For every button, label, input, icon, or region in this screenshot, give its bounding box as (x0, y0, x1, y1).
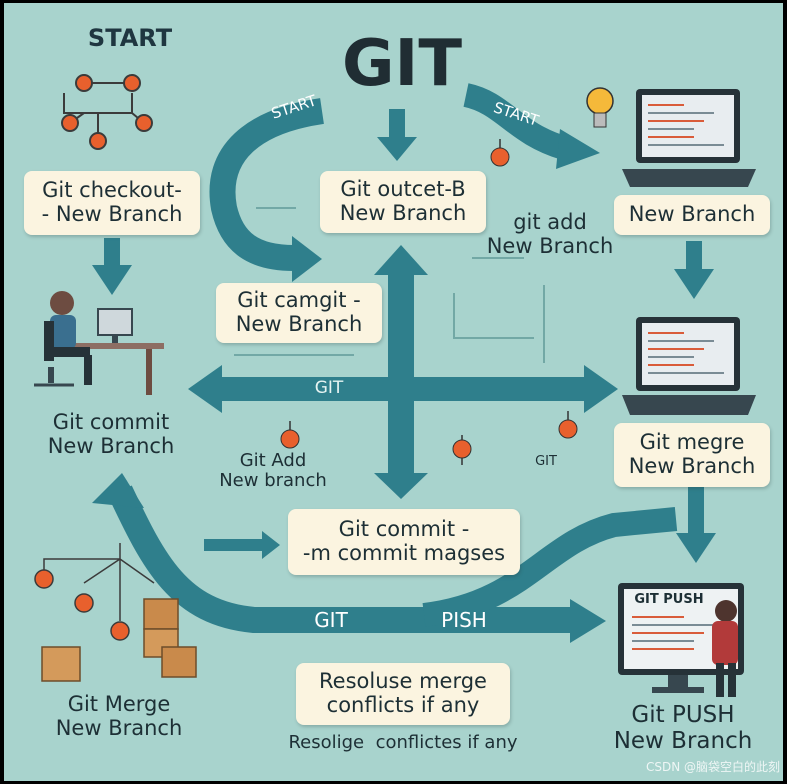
git-small-label: GIT (535, 454, 557, 469)
laptop-icon (622, 317, 756, 415)
merge-right-box: Git megre New Branch (614, 423, 770, 487)
outcet-box: Git outcet-B New Branch (320, 171, 486, 233)
start-label: START (87, 24, 173, 52)
bottom-push-arrow (92, 473, 678, 643)
merge-left-label: Git Merge New Branch (34, 692, 204, 740)
package-box-icon (41, 598, 197, 682)
commit-graph-icon (34, 543, 155, 641)
commit-message-line-2: -m commit magses (302, 541, 506, 565)
new-branch-box: New Branch (614, 195, 770, 235)
commit-message-line-1: Git commit - (338, 517, 470, 542)
commit-node-icon (452, 435, 472, 465)
checkout-down-arrow (92, 238, 132, 295)
resolve-line-1: Resoluse merge (319, 669, 487, 694)
git-arrow-label: GIT (314, 378, 344, 398)
merge-right-line-2: New Branch (628, 454, 756, 478)
laptop-icon (622, 89, 756, 187)
git-add-right-label: git add New Branch (472, 210, 628, 258)
resolve-bottom-label: Resolige conflictes if any (288, 732, 518, 753)
diagram-title: GIT (342, 27, 462, 101)
push-bottom-arrow-label: PISH (441, 608, 487, 632)
new-branch-line-1: New Branch (628, 202, 756, 227)
commit-node-icon (490, 139, 510, 167)
git-add-right-line-1: git add (513, 210, 587, 234)
commit-left-line-1: Git commit (52, 410, 170, 434)
camgit-line-2: New Branch (235, 312, 363, 336)
git-bottom-arrow-label: GIT (314, 608, 348, 632)
git-add-mid-line-1: Git Add (239, 450, 307, 471)
developer-at-monitor-icon (618, 583, 744, 697)
faint-lines (234, 207, 545, 363)
push-right-line-2: New Branch (613, 727, 753, 754)
checkout-line-1: Git checkout- (42, 178, 182, 203)
merge-right-line-1: Git megre (639, 430, 745, 455)
git-add-mid-line-2: New branch (219, 470, 327, 492)
git-add-right-line-2: New Branch (486, 233, 614, 258)
watermark: CSDN @脑袋空白的此刻 (645, 760, 780, 774)
resolve-line-2: conflicts if any (326, 693, 480, 717)
title-down-arrow (377, 109, 417, 161)
start-left-arrow (209, 98, 325, 282)
developer-at-desk-icon (34, 291, 164, 395)
monitor-text: GIT PUSH (634, 592, 704, 607)
commit-node-icon (280, 421, 300, 449)
commit-left-line-2: New Branch (47, 433, 175, 458)
merge-left-line-1: Git Merge (67, 692, 171, 716)
horizontal-git-arrow (188, 365, 618, 413)
git-add-mid-label: Git Add New branch (208, 450, 338, 492)
commit-left-label: Git commit New Branch (26, 410, 196, 458)
resolve-box: Resoluse merge conflicts if any (296, 663, 510, 725)
newbranch-down-arrow (674, 241, 714, 299)
commit-graph-icon (61, 74, 153, 150)
commit-message-box: Git commit - -m commit magses (288, 509, 520, 575)
checkout-box: Git checkout- - New Branch (24, 171, 200, 235)
outcet-line-1: Git outcet-B (340, 177, 466, 202)
start-right-arrow (462, 83, 600, 169)
checkout-line-2: - New Branch (41, 202, 183, 226)
commit-small-arrow (204, 531, 280, 559)
commit-node-icon (558, 411, 578, 439)
merge-down-arrow (676, 485, 716, 563)
diagram-graphics (34, 74, 756, 697)
camgit-box: Git camgit - New Branch (216, 283, 382, 343)
center-vertical-arrow (374, 245, 428, 499)
outcet-line-2: New Branch (339, 201, 467, 225)
git-workflow-diagram: GIT START START START GIT GIT PISH GIT G… (4, 3, 783, 781)
push-right-line-1: Git PUSH (631, 702, 735, 728)
lightbulb-icon (586, 87, 614, 128)
camgit-line-1: Git camgit - (237, 288, 361, 313)
merge-left-line-2: New Branch (55, 715, 183, 740)
push-right-label: Git PUSH New Branch (600, 702, 766, 755)
